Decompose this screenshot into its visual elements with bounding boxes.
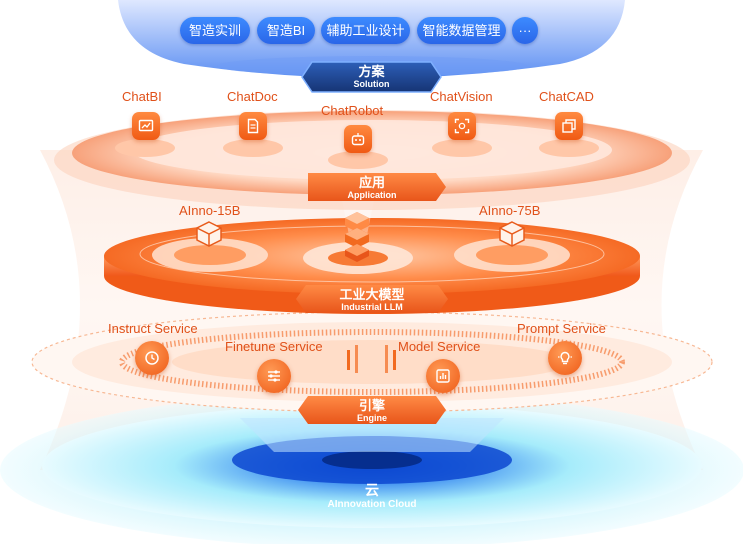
solution-more[interactable]: ··· <box>512 17 538 44</box>
application-badge: 应用 Application <box>298 173 446 201</box>
cad-icon[interactable] <box>555 112 583 140</box>
service-label-finetune: Finetune Service <box>225 339 323 354</box>
cube-icon[interactable] <box>194 220 224 248</box>
dashboard-chart-icon[interactable] <box>132 112 160 140</box>
solution-item-2[interactable]: 智造BI <box>257 17 315 44</box>
llm-badge: 工业大模型 Industrial LLM <box>296 285 448 313</box>
model-chart-icon[interactable] <box>426 359 460 393</box>
solution-badge-cn: 方案 <box>358 64 385 79</box>
application-badge-en: Application <box>347 190 397 200</box>
cube-icon[interactable] <box>497 220 527 248</box>
cloud-label-en: AInnovation Cloud <box>327 499 417 510</box>
service-label-instruct: Instruct Service <box>108 321 198 336</box>
engine-badge-cn: 引擎 <box>358 398 385 413</box>
app-label-chatrobot: ChatRobot <box>321 103 384 118</box>
model-label-75b: AInno-75B <box>479 203 541 218</box>
service-label-prompt: Prompt Service <box>517 321 606 336</box>
engine-badge: 引擎 Engine <box>298 396 446 424</box>
block-stack-icon[interactable] <box>338 208 376 264</box>
app-label-chatbi: ChatBI <box>122 89 162 104</box>
engine-badge-en: Engine <box>356 413 387 423</box>
cloud-label-cn: 云 <box>365 482 379 498</box>
solution-item-1[interactable]: 智造实训 <box>180 17 250 44</box>
app-label-chatcad: ChatCAD <box>539 89 594 104</box>
app-label-chatdoc: ChatDoc <box>227 89 278 104</box>
cloud-label: 云 AInnovation Cloud <box>272 482 472 511</box>
vision-scan-icon[interactable] <box>448 112 476 140</box>
timer-icon[interactable] <box>135 341 169 375</box>
service-label-model: Model Service <box>398 339 481 354</box>
solution-item-4[interactable]: 智能数据管理 <box>417 17 506 44</box>
sliders-icon[interactable] <box>257 359 291 393</box>
app-label-chatvision: ChatVision <box>430 89 493 104</box>
llm-badge-en: Industrial LLM <box>341 302 403 312</box>
model-label-15b: AInno-15B <box>179 203 241 218</box>
application-badge-cn: 应用 <box>358 175 385 190</box>
document-icon[interactable] <box>239 112 267 140</box>
solution-badge-en: Solution <box>353 79 390 89</box>
solution-item-3[interactable]: 辅助工业设计 <box>321 17 410 44</box>
lightbulb-icon[interactable] <box>548 341 582 375</box>
robot-icon[interactable] <box>344 125 372 153</box>
solution-badge: 方案 Solution <box>302 62 441 90</box>
llm-badge-cn: 工业大模型 <box>339 287 405 302</box>
